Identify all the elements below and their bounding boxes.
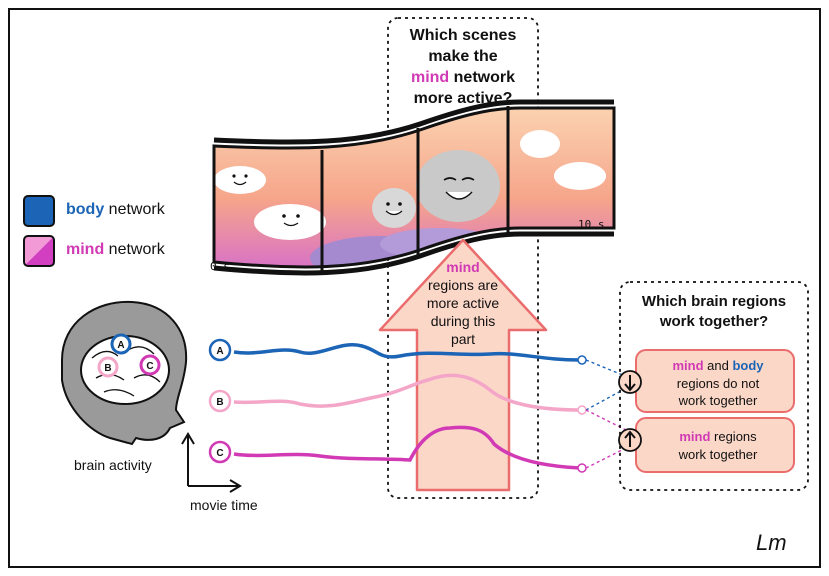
legend: body network mind network: [23, 195, 166, 267]
trace-b-marker: [208, 389, 232, 413]
active-part-arrow: mind regions are more active during this…: [378, 238, 548, 492]
brain-region-b-label: B: [104, 363, 111, 374]
cloud-character-1: [214, 166, 266, 194]
scene-question: Which scenes make the mind network more …: [410, 27, 517, 107]
brain-region-a-label: A: [117, 340, 124, 351]
legend-mind-label: mind network: [66, 241, 166, 258]
scene-question-line1: Which scenes: [410, 27, 517, 44]
head-with-brain: A B C: [61, 300, 188, 446]
coupling-question-line1: Which brain regions: [642, 293, 786, 310]
brain-region-a: [110, 333, 132, 355]
brain-region-c: [139, 354, 161, 376]
arrow-note-highlight: mind: [446, 259, 479, 275]
result-no-line2: regions do not: [677, 376, 760, 391]
trace-b-line: [233, 373, 581, 412]
arrow-note-line2: regions are: [428, 277, 498, 293]
coupling-box: [619, 281, 809, 491]
result-yes-line2: work together: [678, 447, 758, 462]
brain-region-c-label: C: [146, 361, 153, 372]
cloud-character-2: [254, 204, 326, 240]
trace-a-label: A: [216, 346, 223, 357]
arrow-note-line4: during this: [431, 313, 496, 329]
trace-c-label: C: [216, 448, 223, 459]
trace-b-label: B: [216, 397, 223, 408]
artist-signature: Lm: [756, 530, 787, 555]
trace-c-line: [233, 425, 581, 470]
scene-question-line3: mind network: [411, 69, 515, 86]
movie-filmstrip: 0 s 10 s: [210, 99, 616, 276]
trace-a-line: [233, 343, 581, 362]
filmstrip-end-time: 10 s: [578, 218, 605, 231]
cloud-character-3: [372, 188, 416, 228]
y-axis-label: brain activity: [74, 457, 152, 473]
activity-traces: A B C: [208, 338, 631, 473]
brain-region-b: [97, 356, 119, 378]
mind-network-swatch: [23, 235, 55, 267]
result-together: mind regions work together: [618, 417, 795, 473]
trace-c-marker: [208, 440, 232, 464]
body-network-swatch: [23, 195, 55, 227]
cloud-character-4: [416, 150, 500, 222]
trace-a-marker: [208, 338, 232, 362]
filmstrip-start-time: 0 s: [210, 260, 230, 273]
scene-question-line2: make the: [428, 48, 497, 65]
result-no-line3: work together: [678, 393, 758, 408]
x-axis-label: movie time: [190, 497, 258, 513]
result-yes-line1: mind regions: [679, 429, 757, 444]
arrow-note-line3: more active: [427, 295, 500, 311]
figure-frame: [8, 8, 821, 568]
result-no-line1: mind and body: [672, 358, 764, 373]
time-activity-axes: brain activity movie time: [74, 432, 258, 513]
result-not-together: mind and body regions do not work togeth…: [618, 349, 795, 413]
coupling-question-line2: work together?: [659, 313, 768, 330]
arrow-note-line5: part: [451, 331, 475, 347]
legend-body-label: body network: [66, 201, 166, 218]
